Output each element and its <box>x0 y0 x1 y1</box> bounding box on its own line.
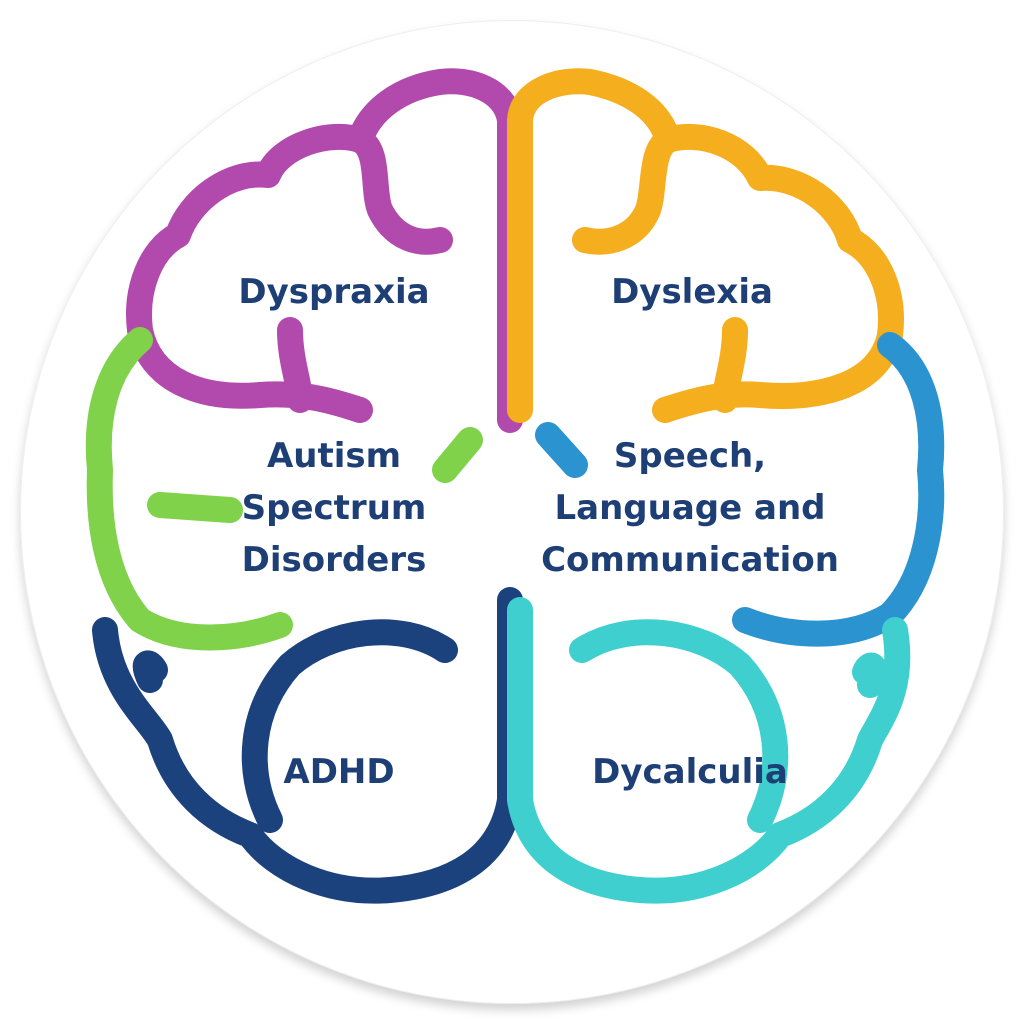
label-dyslexia: Dyslexia <box>611 272 773 312</box>
dyscalculia-lobe-path <box>507 597 911 904</box>
dyspraxia-lobe-path <box>126 68 523 433</box>
label-line: Language and <box>554 488 826 528</box>
label-line: Communication <box>541 540 839 580</box>
label-speech-language-communication: Speech, Language and Communication <box>512 430 868 586</box>
label-dyscalculia: Dycalculia <box>592 752 788 792</box>
label-dyspraxia: Dyspraxia <box>238 272 430 312</box>
speech-lobe-path <box>535 332 945 647</box>
label-line: Disorders <box>241 540 427 580</box>
label-line: Speech, <box>613 436 767 476</box>
label-adhd: ADHD <box>283 752 395 792</box>
label-line: Autism <box>266 436 402 476</box>
adhd-lobe-path <box>92 587 523 904</box>
dyslexia-lobe-path <box>507 68 904 423</box>
autism-lobe-path <box>85 327 483 651</box>
label-line: Spectrum <box>241 488 427 528</box>
label-autism-spectrum-disorders: Autism Spectrum Disorders <box>222 430 446 586</box>
